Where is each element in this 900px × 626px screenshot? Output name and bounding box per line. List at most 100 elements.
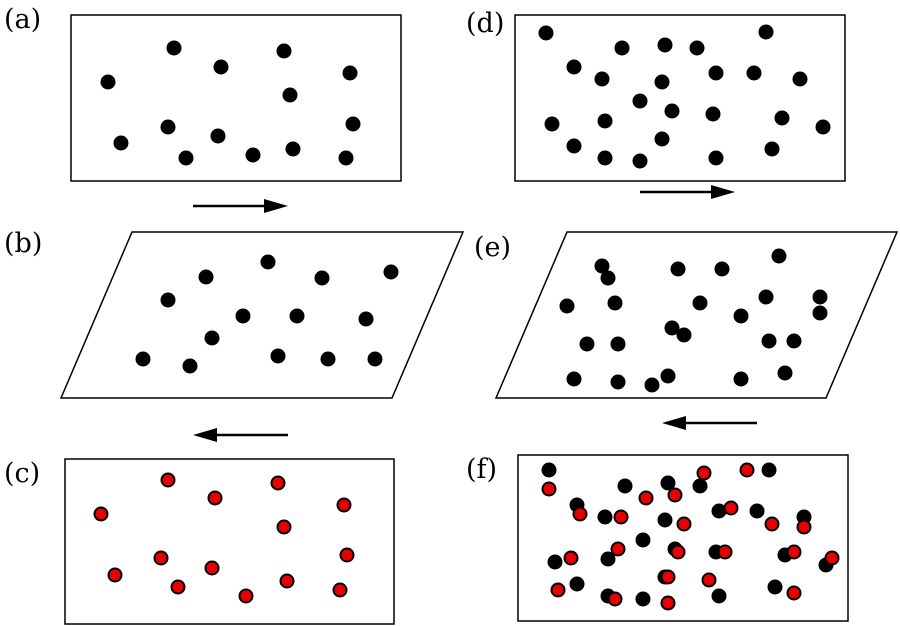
particle	[597, 509, 613, 525]
particle	[711, 503, 727, 519]
particle	[178, 150, 194, 166]
particle-red	[550, 582, 566, 598]
panel-c-particles	[93, 472, 355, 604]
panel-f-particles-red	[541, 462, 840, 611]
particle	[714, 261, 730, 277]
panel-a: (a)	[4, 4, 402, 213]
particle-red	[541, 481, 557, 497]
panel-b: (b)	[4, 228, 465, 442]
particle	[544, 116, 560, 132]
particle-red	[796, 519, 812, 535]
particle	[692, 295, 708, 311]
particle	[708, 150, 724, 166]
particle	[670, 261, 686, 277]
particle-red	[238, 588, 254, 604]
particle	[100, 74, 116, 90]
panel-f: (f)	[466, 454, 849, 622]
particle	[566, 138, 582, 154]
panel-f-frame	[517, 454, 849, 622]
particle-red	[610, 541, 626, 557]
particle-red	[696, 465, 712, 481]
particle	[777, 365, 793, 381]
particle	[597, 150, 613, 166]
panel-d-particles	[538, 24, 831, 169]
particle	[617, 478, 633, 494]
particle-red	[764, 516, 780, 532]
particle	[746, 65, 762, 81]
particle-red	[270, 475, 286, 491]
particle-red	[701, 572, 717, 588]
particle-red	[613, 509, 629, 525]
panel-c: (c)	[4, 458, 395, 625]
particle-red	[572, 506, 588, 522]
particle-red	[207, 490, 223, 506]
particle	[166, 40, 182, 56]
particle	[758, 24, 774, 40]
particle-red	[667, 487, 683, 503]
particle	[282, 87, 298, 103]
particle	[654, 74, 670, 90]
panel-a-particles	[100, 40, 361, 166]
panel-e-frame	[494, 231, 899, 399]
particle	[559, 298, 575, 314]
particle	[705, 106, 721, 122]
panel-label-e: (e)	[474, 232, 511, 263]
arrow-head	[264, 199, 288, 213]
particle	[383, 264, 399, 280]
particle	[182, 358, 198, 374]
particle	[289, 308, 305, 324]
particle	[664, 320, 680, 336]
particle	[113, 135, 129, 151]
particle	[758, 289, 774, 305]
particle	[245, 147, 261, 163]
particle-red	[276, 519, 292, 535]
particle	[270, 348, 286, 364]
panel-label-d: (d)	[466, 8, 504, 39]
particle	[314, 270, 330, 286]
particle	[749, 503, 765, 519]
particle	[594, 258, 610, 274]
panel-label-a: (a)	[4, 4, 41, 35]
particle-red	[660, 595, 676, 611]
particle	[607, 295, 623, 311]
particle-red	[723, 500, 739, 516]
particle-red	[660, 569, 676, 585]
particle	[812, 305, 828, 321]
particle	[761, 333, 777, 349]
panel-b-particles	[135, 254, 399, 374]
particle-red	[786, 585, 802, 601]
particle	[547, 554, 563, 570]
particle	[594, 71, 610, 87]
particle	[761, 462, 777, 478]
particle	[767, 579, 783, 595]
particle	[689, 40, 705, 56]
particle	[538, 25, 554, 41]
particle-red	[153, 550, 169, 566]
particle-red	[563, 550, 579, 566]
particle	[285, 141, 301, 157]
particle	[632, 153, 648, 169]
particle	[160, 119, 176, 135]
particle	[657, 37, 673, 53]
shear-arrow-right	[193, 199, 288, 213]
particle	[579, 336, 595, 352]
particle	[367, 351, 383, 367]
shear-arrow-left	[662, 416, 757, 430]
panel-label-f: (f)	[466, 454, 497, 485]
particle	[597, 113, 613, 129]
particle	[541, 462, 557, 478]
particle	[771, 248, 787, 264]
particle-red	[336, 497, 352, 513]
particle-red	[160, 472, 176, 488]
particle	[635, 591, 651, 607]
particle	[160, 292, 176, 308]
panel-e-particles	[559, 248, 828, 393]
panel-label-c: (c)	[4, 458, 40, 489]
particle	[786, 333, 802, 349]
particle	[654, 131, 670, 147]
particle	[235, 308, 251, 324]
particle	[566, 371, 582, 387]
particle	[644, 377, 660, 393]
particle	[345, 116, 361, 132]
